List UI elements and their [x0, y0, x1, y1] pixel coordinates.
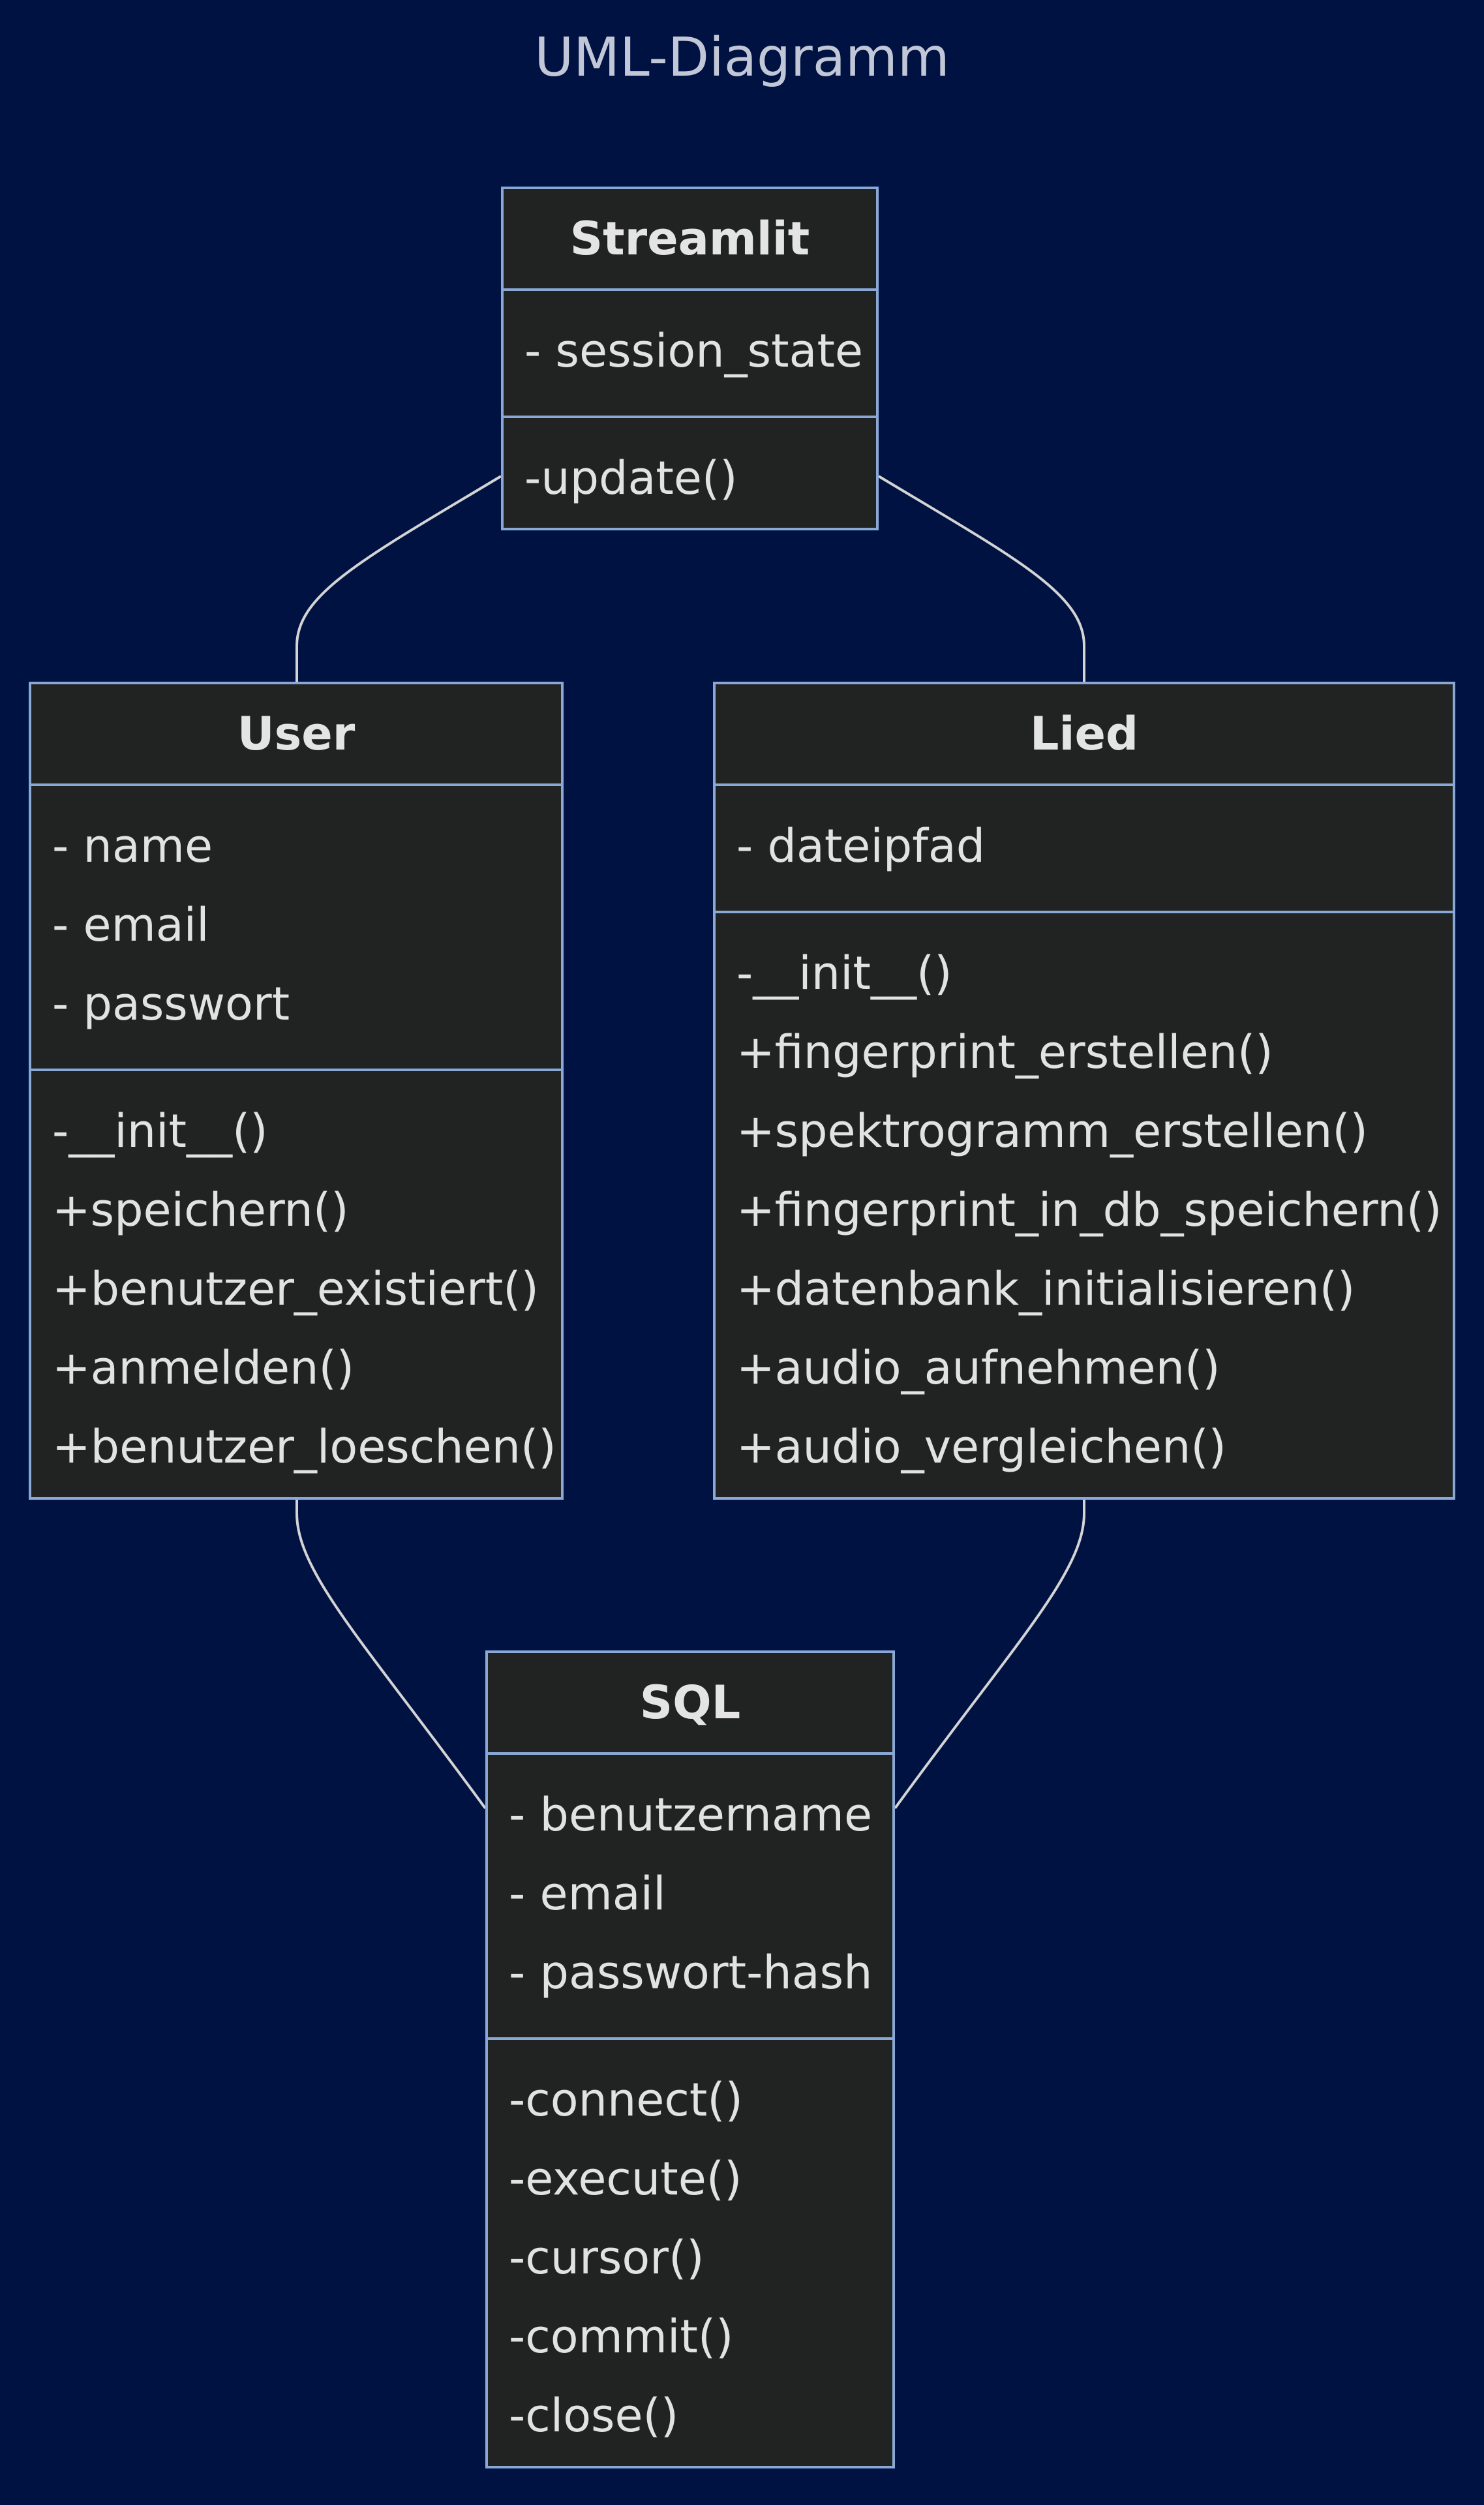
methods-sql: -connect() -execute() -cursor() -commit(… — [488, 2040, 892, 2455]
attribute-benutzername: - benutzername — [509, 1788, 873, 1842]
class-name-user: User — [31, 684, 561, 786]
attributes-sql: - benutzername - email - passwort-hash — [488, 1755, 892, 2040]
method-connect: -connect() — [509, 2073, 743, 2127]
attribute-dateipfad: - dateipfad — [736, 819, 986, 873]
method-update: -update() — [524, 451, 738, 505]
methods-lied: -__init__() +fingerprint_erstellen() +sp… — [716, 913, 1453, 1487]
method-execute: -execute() — [509, 2152, 742, 2206]
diagram-title: UML-Diagramm — [534, 27, 950, 89]
association-streamlit-user — [295, 475, 502, 683]
method-benutzer-loeschen: +benutzer_loeschen() — [52, 1420, 556, 1474]
method-audio-aufnehmen: +audio_aufnehmen() — [736, 1341, 1220, 1395]
method-init: -__init__() — [736, 947, 952, 1000]
class-sql: SQL - benutzername - email - passwort-ha… — [485, 1650, 895, 2468]
attributes-user: - name - email - passwort — [31, 786, 561, 1071]
method-fingerprint-erstellen: +fingerprint_erstellen() — [736, 1025, 1273, 1079]
class-lied: Lied - dateipfad -__init__() +fingerprin… — [713, 682, 1455, 1500]
method-datenbank-initialisieren: +datenbank_initialisieren() — [736, 1262, 1355, 1316]
attribute-email: - email — [52, 898, 209, 952]
attribute-name: - name — [52, 819, 213, 873]
association-user-sql — [295, 1498, 487, 1810]
attributes-lied: - dateipfad — [716, 786, 1453, 913]
method-close: -close() — [509, 2389, 679, 2442]
method-anmelden: +anmelden() — [52, 1341, 355, 1395]
attribute-passwort: - passwort — [52, 977, 290, 1031]
attribute-passwort-hash: - passwort-hash — [509, 1946, 873, 1999]
attribute-session-state: - session_state — [524, 324, 863, 378]
methods-streamlit: -update() — [504, 418, 876, 518]
method-init: -__init__() — [52, 1104, 268, 1158]
association-streamlit-lied — [877, 475, 1085, 683]
method-audio-vergleichen: +audio_vergleichen() — [736, 1420, 1226, 1474]
attributes-streamlit: - session_state — [504, 291, 876, 418]
attribute-email: - email — [509, 1867, 666, 1920]
method-commit: -commit() — [509, 2310, 734, 2363]
class-streamlit: Streamlit - session_state -update() — [501, 187, 879, 530]
method-spektrogramm-erstellen: +spektrogramm_erstellen() — [736, 1104, 1368, 1158]
class-name-lied: Lied — [716, 684, 1453, 786]
class-user: User - name - email - passwort -__init__… — [29, 682, 564, 1500]
association-lied-sql — [894, 1498, 1085, 1810]
method-fingerprint-in-db-speichern: +fingerprint_in_db_speichern() — [736, 1183, 1442, 1237]
class-name-sql: SQL — [488, 1653, 892, 1755]
class-name-streamlit: Streamlit — [504, 189, 876, 291]
method-cursor: -cursor() — [509, 2231, 704, 2285]
method-speichern: +speichern() — [52, 1183, 349, 1237]
method-benutzer-existiert: +benutzer_existiert() — [52, 1262, 539, 1316]
methods-user: -__init__() +speichern() +benutzer_exist… — [31, 1071, 561, 1487]
